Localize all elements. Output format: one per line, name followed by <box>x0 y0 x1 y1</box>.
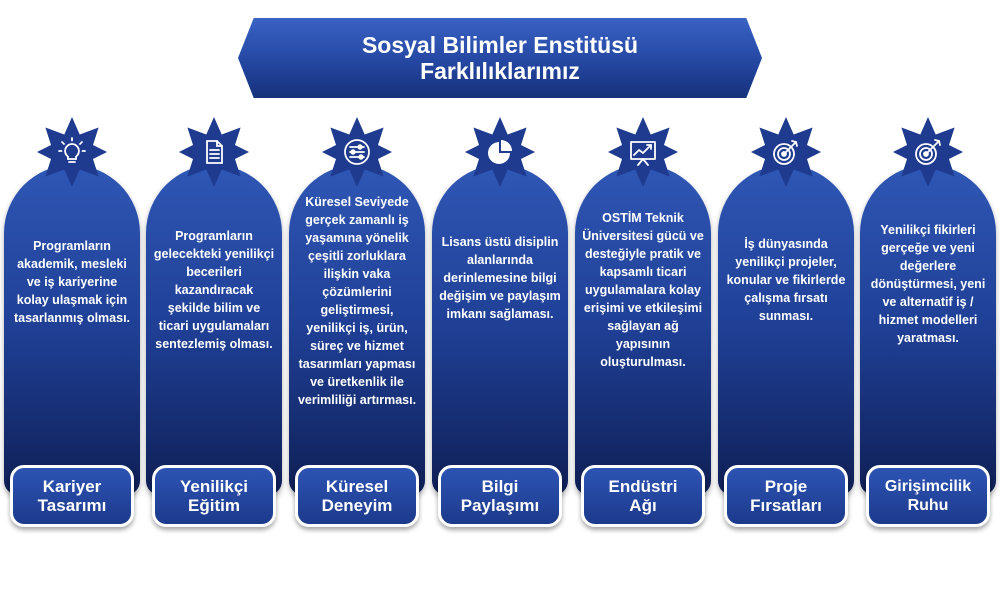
target-arrow-icon <box>915 139 941 165</box>
document-icon <box>206 140 223 164</box>
label-line-1: Endüstri <box>608 477 678 496</box>
card-body <box>289 165 425 495</box>
card-body <box>146 165 282 495</box>
card-description: Yenilikçi fikirleri gerçeğe ve yeni değe… <box>870 223 986 345</box>
title-banner: Sosyal Bilimler Enstitüsü Farklılıklarım… <box>238 18 762 98</box>
card-kariyer-tasarimi: Programların akademik, mesleki ve iş kar… <box>4 117 140 527</box>
card-description: Programların akademik, mesleki ve iş kar… <box>13 239 131 325</box>
card-description: OSTİM Teknik Üniversitesi gücü ve desteğ… <box>582 211 704 369</box>
card-label: Proje Fırsatları <box>724 465 848 527</box>
title-line-2: Farklılıklarımız <box>420 58 580 84</box>
card-label: Küresel Deneyim <box>295 465 419 527</box>
title-line-1: Sosyal Bilimler Enstitüsü <box>361 32 639 58</box>
card-description: Küresel Seviyede gerçek zamanlı iş yaşam… <box>297 195 417 407</box>
card-bilgi-paylasimi: Lisans üstü disiplin alanlarında derinle… <box>432 117 568 527</box>
label-line-2: Deneyim <box>321 496 393 515</box>
pie-chart-icon <box>488 140 512 164</box>
card-label: Yenilikçi Eğitim <box>152 465 276 527</box>
card-proje-firsatlari: İş dünyasında yenilikçi projeler, konula… <box>718 117 854 527</box>
card-girisimcilik-ruhu: Yenilikçi fikirleri gerçeğe ve yeni değe… <box>860 117 996 527</box>
card-description: Programların gelecekteki yenilikçi becer… <box>153 229 275 351</box>
card-description: Lisans üstü disiplin alanlarında derinle… <box>439 235 561 321</box>
card-body <box>718 165 854 495</box>
label-line-1: Proje <box>764 477 808 496</box>
card-body <box>432 165 568 495</box>
card-yenilikci-egitim: Programların gelecekteki yenilikçi becer… <box>146 117 282 527</box>
label-line-2: Fırsatları <box>750 496 822 515</box>
card-label: Girişimcilik Ruhu <box>866 465 990 527</box>
card-label: Bilgi Paylaşımı <box>438 465 562 527</box>
label-line-2: Ruhu <box>907 497 949 514</box>
label-line-1: Girişimcilik <box>884 478 972 495</box>
sliders-icon <box>344 139 370 165</box>
card-body <box>860 165 996 495</box>
label-line-1: Yenilikçi <box>179 477 249 496</box>
card-label: Kariyer Tasarımı <box>10 465 134 527</box>
label-line-1: Kariyer <box>42 477 102 496</box>
card-body <box>4 165 140 495</box>
growth-chart-icon <box>630 141 656 166</box>
card-label: Endüstri Ağı <box>581 465 705 527</box>
card-body <box>575 165 711 495</box>
card-description: İş dünyasında yenilikçi projeler, konula… <box>726 237 846 323</box>
lightbulb-icon <box>58 137 86 163</box>
label-line-2: Eğitim <box>188 496 240 515</box>
label-line-1: Küresel <box>325 477 389 496</box>
target-icon <box>773 140 798 165</box>
card-endustri-agi: OSTİM Teknik Üniversitesi gücü ve desteğ… <box>575 117 711 527</box>
label-line-2: Ağı <box>629 496 657 515</box>
card-kuresel-deneyim: Küresel Seviyede gerçek zamanlı iş yaşam… <box>289 117 425 527</box>
label-line-2: Paylaşımı <box>460 496 540 515</box>
label-line-1: Bilgi <box>481 477 519 496</box>
label-line-2: Tasarımı <box>37 496 107 515</box>
